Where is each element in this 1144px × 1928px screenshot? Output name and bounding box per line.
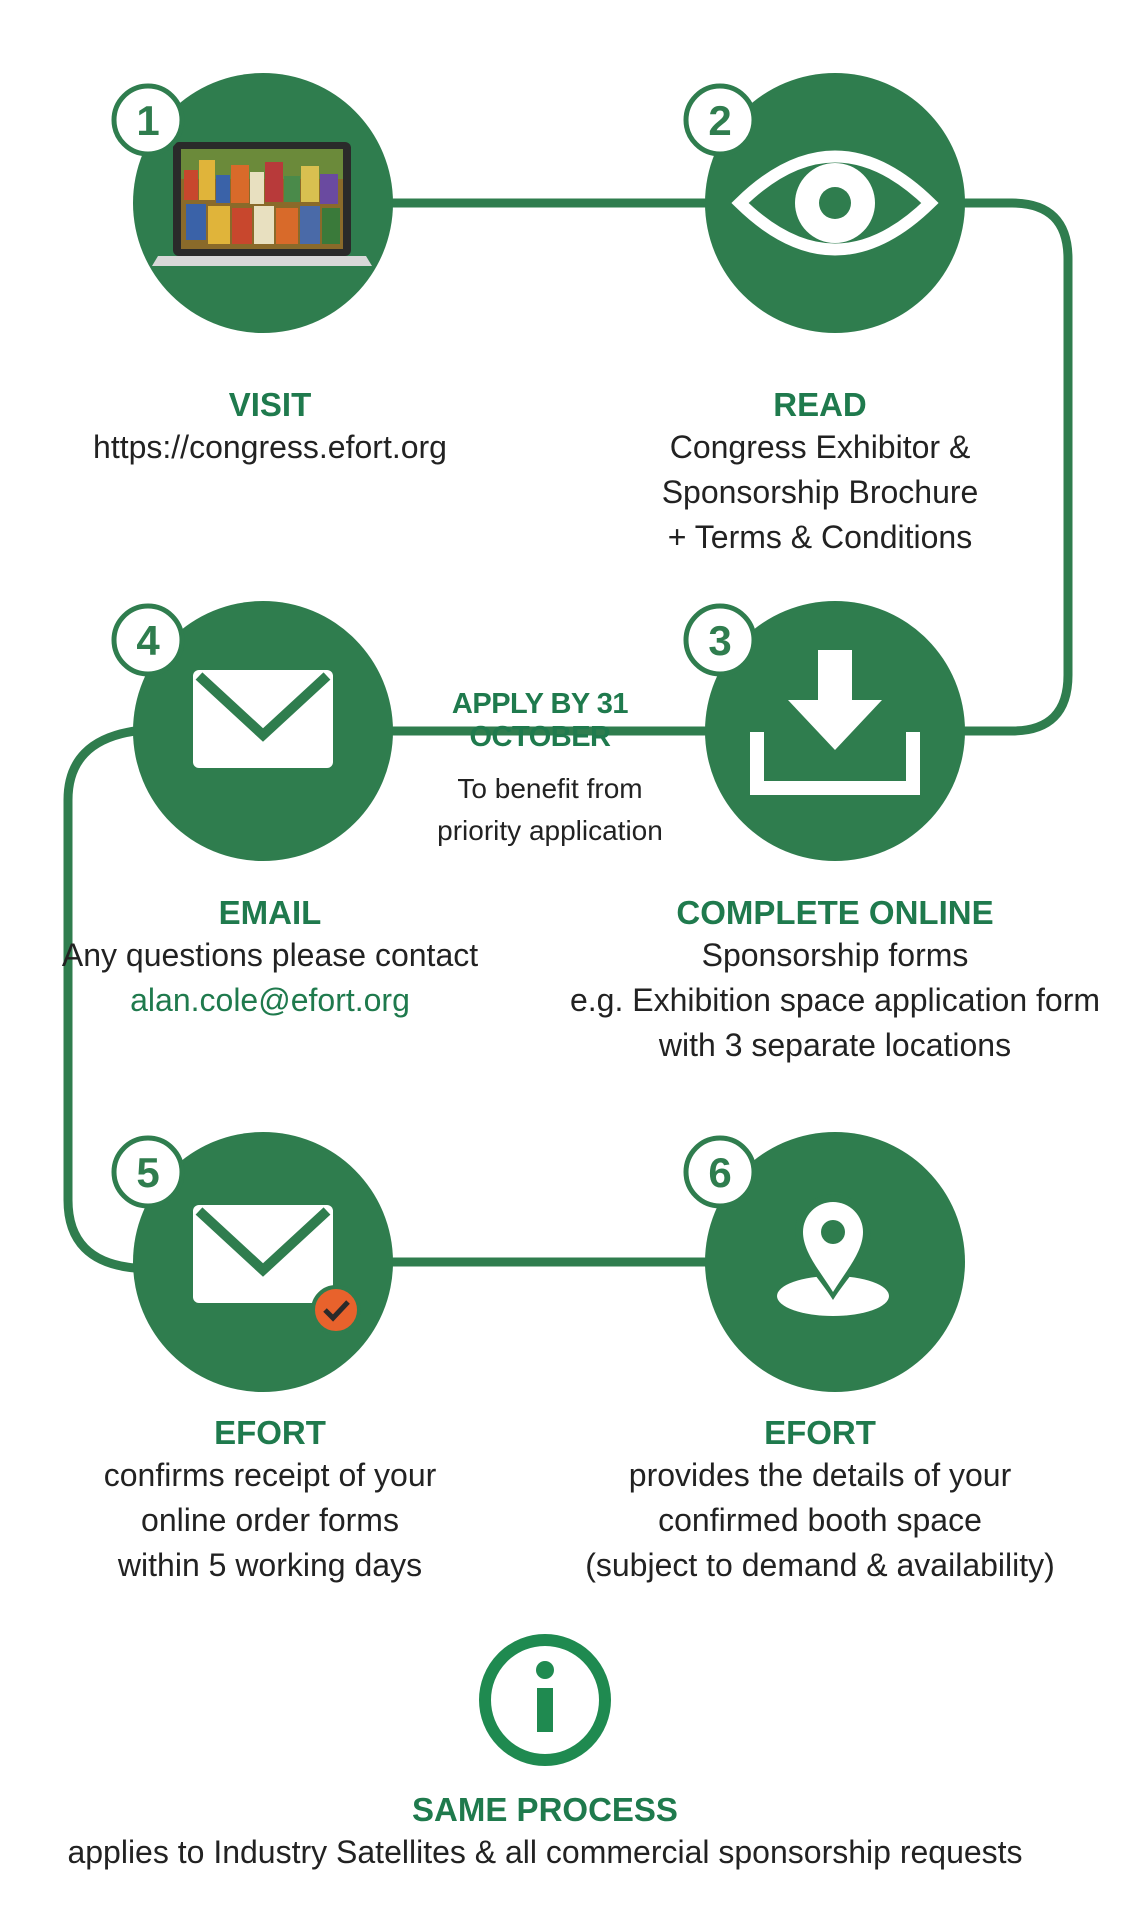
apply-deadline: APPLY BY 31 OCTOBER xyxy=(451,688,629,753)
step-1-line-1: https://congress.efort.org xyxy=(93,429,447,465)
step-3-text: COMPLETE ONLINE Sponsorship forms e.g. E… xyxy=(545,893,1125,1068)
laptop-photo-icon xyxy=(152,142,372,266)
step-4-badge xyxy=(111,603,185,677)
check-badge-icon xyxy=(311,1285,361,1335)
step-1-badge xyxy=(111,83,185,157)
step-2-number: 2 xyxy=(708,97,731,144)
step-1-title: VISIT xyxy=(228,386,312,423)
step-2-badge xyxy=(683,83,757,157)
step-6-line-2: confirmed booth space xyxy=(658,1502,982,1538)
step-3-badge xyxy=(683,603,757,677)
step-3-node: 3 xyxy=(683,601,965,861)
step-3-number: 3 xyxy=(708,617,731,664)
step-6-node: 6 xyxy=(683,1132,965,1392)
step-2-line-2: Sponsorship Brochure xyxy=(661,474,979,510)
step-4-text: EMAIL Any questions please contact alan.… xyxy=(40,893,500,1023)
footer-title: SAME PROCESS xyxy=(412,1791,678,1828)
location-pin-icon xyxy=(777,1194,889,1316)
step-6-line-1: provides the details of your xyxy=(628,1457,1012,1493)
download-icon xyxy=(750,650,920,795)
step-2-node: 2 xyxy=(683,73,965,333)
connector-4-5 xyxy=(63,726,136,1273)
step-6-badge xyxy=(683,1135,757,1209)
step-2-line-3: + Terms & Conditions xyxy=(667,519,973,555)
connector-2-3 xyxy=(950,198,1073,736)
email-link[interactable]: alan.cole@efort.org xyxy=(130,982,410,1018)
envelope-icon xyxy=(193,670,333,768)
step-2-title: READ xyxy=(773,386,867,423)
step-3-line-3: with 3 separate locations xyxy=(658,1027,1012,1063)
step-6-text: EFORT provides the details of your confi… xyxy=(570,1413,1070,1588)
envelope-check-icon xyxy=(193,1205,361,1335)
step-5-line-3: within 5 working days xyxy=(117,1547,423,1583)
step-3-title: COMPLETE ONLINE xyxy=(676,894,994,931)
apply-note-line-2: priority application xyxy=(437,815,663,846)
step-5-number: 5 xyxy=(136,1149,159,1196)
step-1-node: 1 xyxy=(111,73,393,333)
step-5-node: 5 xyxy=(111,1132,393,1392)
step-5-line-1: confirms receipt of your xyxy=(103,1457,437,1493)
step-2-line-1: Congress Exhibitor & xyxy=(669,429,971,465)
footer-line: applies to Industry Satellites & all com… xyxy=(67,1834,1023,1870)
footer-text: SAME PROCESS applies to Industry Satelli… xyxy=(40,1790,1050,1875)
step-6-number: 6 xyxy=(708,1149,731,1196)
step-3-line-1: Sponsorship forms xyxy=(701,937,969,973)
step-4-node: 4 xyxy=(111,601,393,861)
step-5-title: EFORT xyxy=(214,1414,326,1451)
eye-icon xyxy=(731,150,939,256)
step-5-badge xyxy=(111,1135,185,1209)
step-4-number: 4 xyxy=(136,617,160,664)
step-4-line-1: Any questions please contact xyxy=(61,937,479,973)
step-2-text: READ Congress Exhibitor & Sponsorship Br… xyxy=(590,385,1050,560)
step-1-number: 1 xyxy=(136,97,159,144)
step-1-text: VISIT https://congress.efort.org xyxy=(40,385,500,470)
step-4-title: EMAIL xyxy=(218,894,322,931)
step-6-line-3: (subject to demand & availability) xyxy=(585,1547,1055,1583)
step-5-text: EFORT confirms receipt of your online or… xyxy=(40,1413,500,1588)
step-6-title: EFORT xyxy=(764,1414,876,1451)
apply-note-line-1: To benefit from xyxy=(457,773,643,804)
connector-lines xyxy=(63,198,1073,1273)
step-5-line-2: online order forms xyxy=(141,1502,399,1538)
step-3-line-2: e.g. Exhibition space application form xyxy=(569,982,1101,1018)
info-icon xyxy=(479,1634,611,1766)
apply-note: To benefit from priority application xyxy=(400,768,700,852)
